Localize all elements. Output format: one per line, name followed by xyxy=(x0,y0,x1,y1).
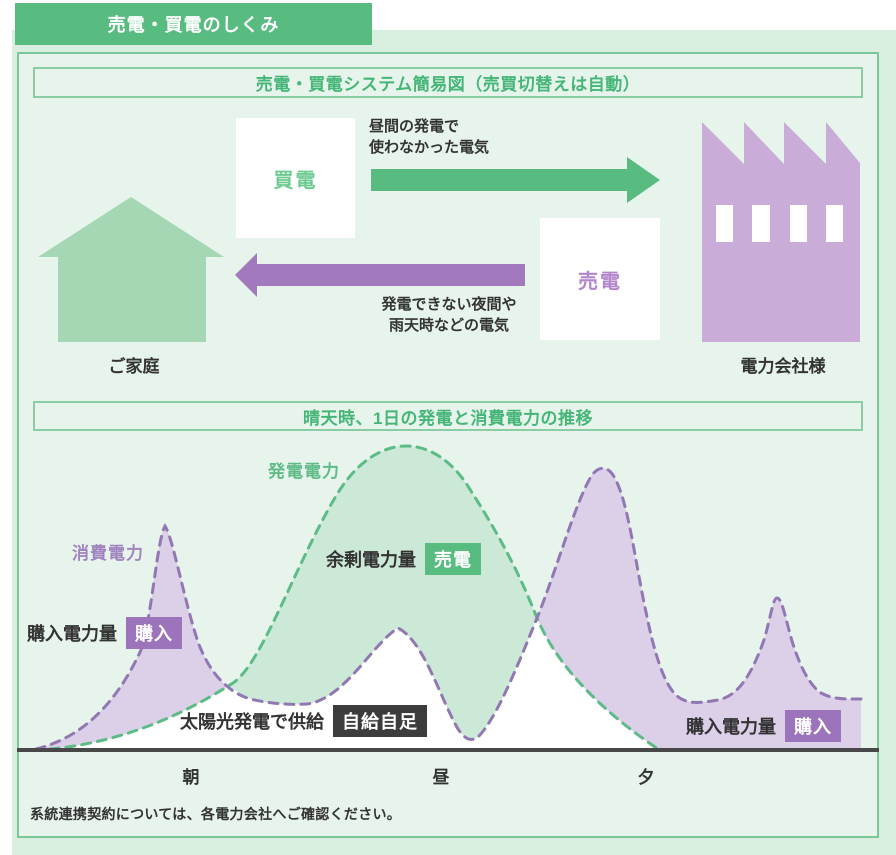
buy-label-box: 買電 xyxy=(236,118,355,238)
footer-note: 系統連携契約については、各電力会社へご確認ください。 xyxy=(30,806,402,822)
purchase-right-badge: 購入 xyxy=(785,710,841,742)
buy-arrow-caption-line1: 発電できない夜間や xyxy=(381,296,517,313)
self-sufficiency-text: 太陽光発電で供給 xyxy=(180,712,324,732)
generation-curve-label: 発電電力 xyxy=(268,462,340,481)
system-diagram-graphic xyxy=(38,122,860,342)
consumption-curve xyxy=(34,466,863,751)
consumption-area xyxy=(36,468,861,749)
purchase-annotation-evening: 購入電力量 購入 xyxy=(686,710,841,742)
buy-arrow-caption: 発電できない夜間や 雨天時などの電気 xyxy=(358,294,540,336)
surplus-text: 余剰電力量 xyxy=(326,550,416,570)
system-diagram-title: 売電・買電システム簡易図（売買切替えは自動） xyxy=(255,75,641,94)
chart-title-box: 晴天時、1日の発電と消費電力の推移 xyxy=(33,401,863,431)
house-icon xyxy=(38,197,224,342)
self-sufficiency-annotation: 太陽光発電で供給 自給自足 xyxy=(180,705,427,737)
x-tick-evening: 夕 xyxy=(637,768,655,787)
sell-badge: 売電 xyxy=(425,543,481,575)
purchase-annotation-morning: 購入電力量 購入 xyxy=(27,617,182,649)
sell-label: 売電 xyxy=(578,270,622,293)
self-sufficiency-area xyxy=(50,618,658,749)
home-label: ご家庭 xyxy=(108,357,160,376)
page-title: 売電・買電のしくみ xyxy=(107,15,280,35)
page-title-tab: 売電・買電のしくみ xyxy=(15,3,372,45)
sell-arrow-caption-line2: 使わなかった電気 xyxy=(369,139,490,156)
x-tick-noon: 昼 xyxy=(432,768,450,787)
x-axis-line xyxy=(17,748,879,752)
surplus-annotation: 余剰電力量 売電 xyxy=(326,543,481,575)
buy-label: 買電 xyxy=(273,169,318,192)
buy-arrow-icon xyxy=(235,253,525,297)
system-diagram-title-box: 売電・買電システム簡易図（売買切替えは自動） xyxy=(33,67,863,98)
generation-curve xyxy=(48,444,660,751)
sell-arrow-icon xyxy=(371,157,660,203)
power-company-label: 電力会社様 xyxy=(740,357,826,376)
x-tick-morning: 朝 xyxy=(182,768,200,787)
purchase-right-text: 購入電力量 xyxy=(686,717,776,737)
daily-power-chart xyxy=(17,444,879,752)
self-sufficiency-badge: 自給自足 xyxy=(333,705,427,737)
buy-arrow-caption-line2: 雨天時などの電気 xyxy=(388,317,509,334)
purchase-left-text: 購入電力量 xyxy=(27,624,117,644)
generation-area xyxy=(50,446,658,749)
chart-title: 晴天時、1日の発電と消費電力の推移 xyxy=(303,408,593,428)
sell-label-box: 売電 xyxy=(540,218,660,340)
purchase-left-badge: 購入 xyxy=(126,617,182,649)
sell-arrow-caption-line1: 昼間の発電で xyxy=(369,118,460,135)
consumption-curve-label: 消費電力 xyxy=(72,544,144,563)
sell-arrow-caption: 昼間の発電で 使わなかった電気 xyxy=(369,116,489,158)
factory-icon xyxy=(702,122,860,342)
